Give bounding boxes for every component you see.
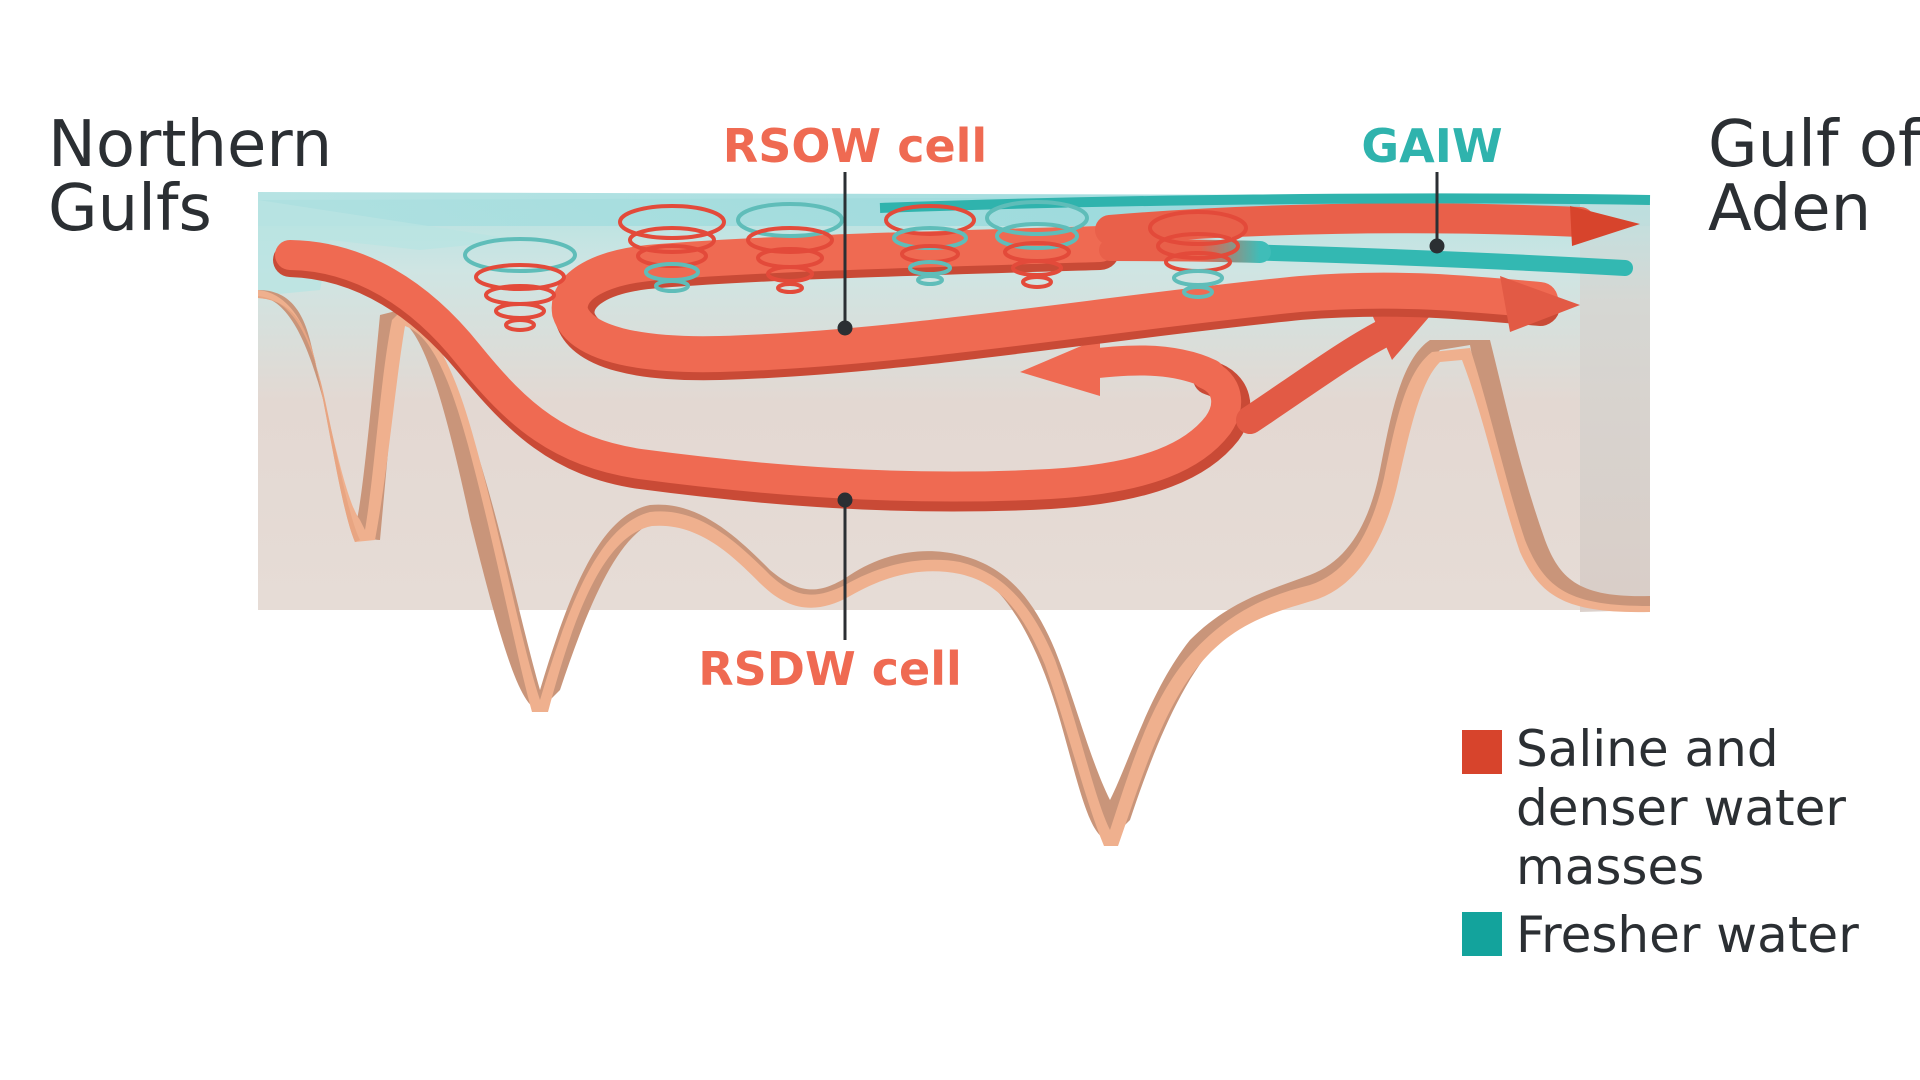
leader-lines <box>837 172 1445 640</box>
rsow-arrowhead <box>1500 276 1580 332</box>
surface-flows <box>879 193 1651 276</box>
seabed <box>258 290 1650 846</box>
seabed-front-face <box>258 290 1650 846</box>
eddy-6 <box>1148 210 1248 299</box>
rsdw-outflow-arrowhead <box>1370 310 1430 360</box>
water-right-face <box>1580 196 1650 612</box>
legend-swatch-saline <box>1462 730 1502 774</box>
gulf-of-aden-label: Gulf of Aden <box>1708 108 1920 246</box>
legend: Saline and denser water masses Fresher w… <box>1462 720 1862 964</box>
rsow-leader-dot <box>837 320 853 336</box>
seabed-left-wall <box>258 296 360 542</box>
legend-saline-line-1: Saline and <box>1516 720 1779 778</box>
eddies <box>463 200 1248 332</box>
rsow-cell-flow <box>551 226 1580 381</box>
eddy-4 <box>884 204 976 286</box>
gaiw-fresher-flow <box>1232 244 1633 276</box>
gulf-of-aden-line-1: Gulf of <box>1708 108 1920 182</box>
eddy-1 <box>463 237 577 332</box>
rsdw-return-arrowhead <box>1020 338 1100 396</box>
mixing-flow <box>1099 239 1271 263</box>
legend-label-saline: Saline and denser water masses <box>1516 720 1862 896</box>
surface-saline-arrowhead <box>1570 206 1640 246</box>
rsow-cell-label: RSOW cell <box>723 119 987 173</box>
rsow-ribbon <box>551 226 1558 373</box>
legend-swatch-fresher <box>1462 912 1502 956</box>
eddy-5 <box>985 200 1089 289</box>
northern-gulfs-line-2: Gulfs <box>48 172 212 246</box>
gaiw-label: GAIW <box>1361 119 1502 173</box>
surface-teal-strip <box>879 193 1651 213</box>
rsdw-ribbon <box>275 240 1242 502</box>
legend-label-fresher: Fresher water <box>1516 906 1859 964</box>
surface-saline-flow <box>1095 203 1595 245</box>
northern-gulfs-label: Northern Gulfs <box>48 108 352 246</box>
legend-saline-line-2: denser water <box>1516 779 1846 837</box>
legend-fresher-line-1: Fresher water <box>1516 906 1859 964</box>
northern-gulfs-line-1: Northern <box>48 108 332 182</box>
eddy-3 <box>736 202 844 294</box>
eddy-2 <box>618 204 726 293</box>
legend-saline-line-3: masses <box>1516 838 1704 896</box>
rsdw-leader-dot <box>837 492 853 508</box>
rsdw-cell-label: RSDW cell <box>698 642 962 696</box>
rsdw-outflow-arrow <box>1236 316 1404 434</box>
gaiw-leader-dot <box>1429 238 1445 254</box>
rsdw-cell-flow <box>273 240 1430 512</box>
gulf-of-aden-line-2: Aden <box>1708 172 1871 246</box>
